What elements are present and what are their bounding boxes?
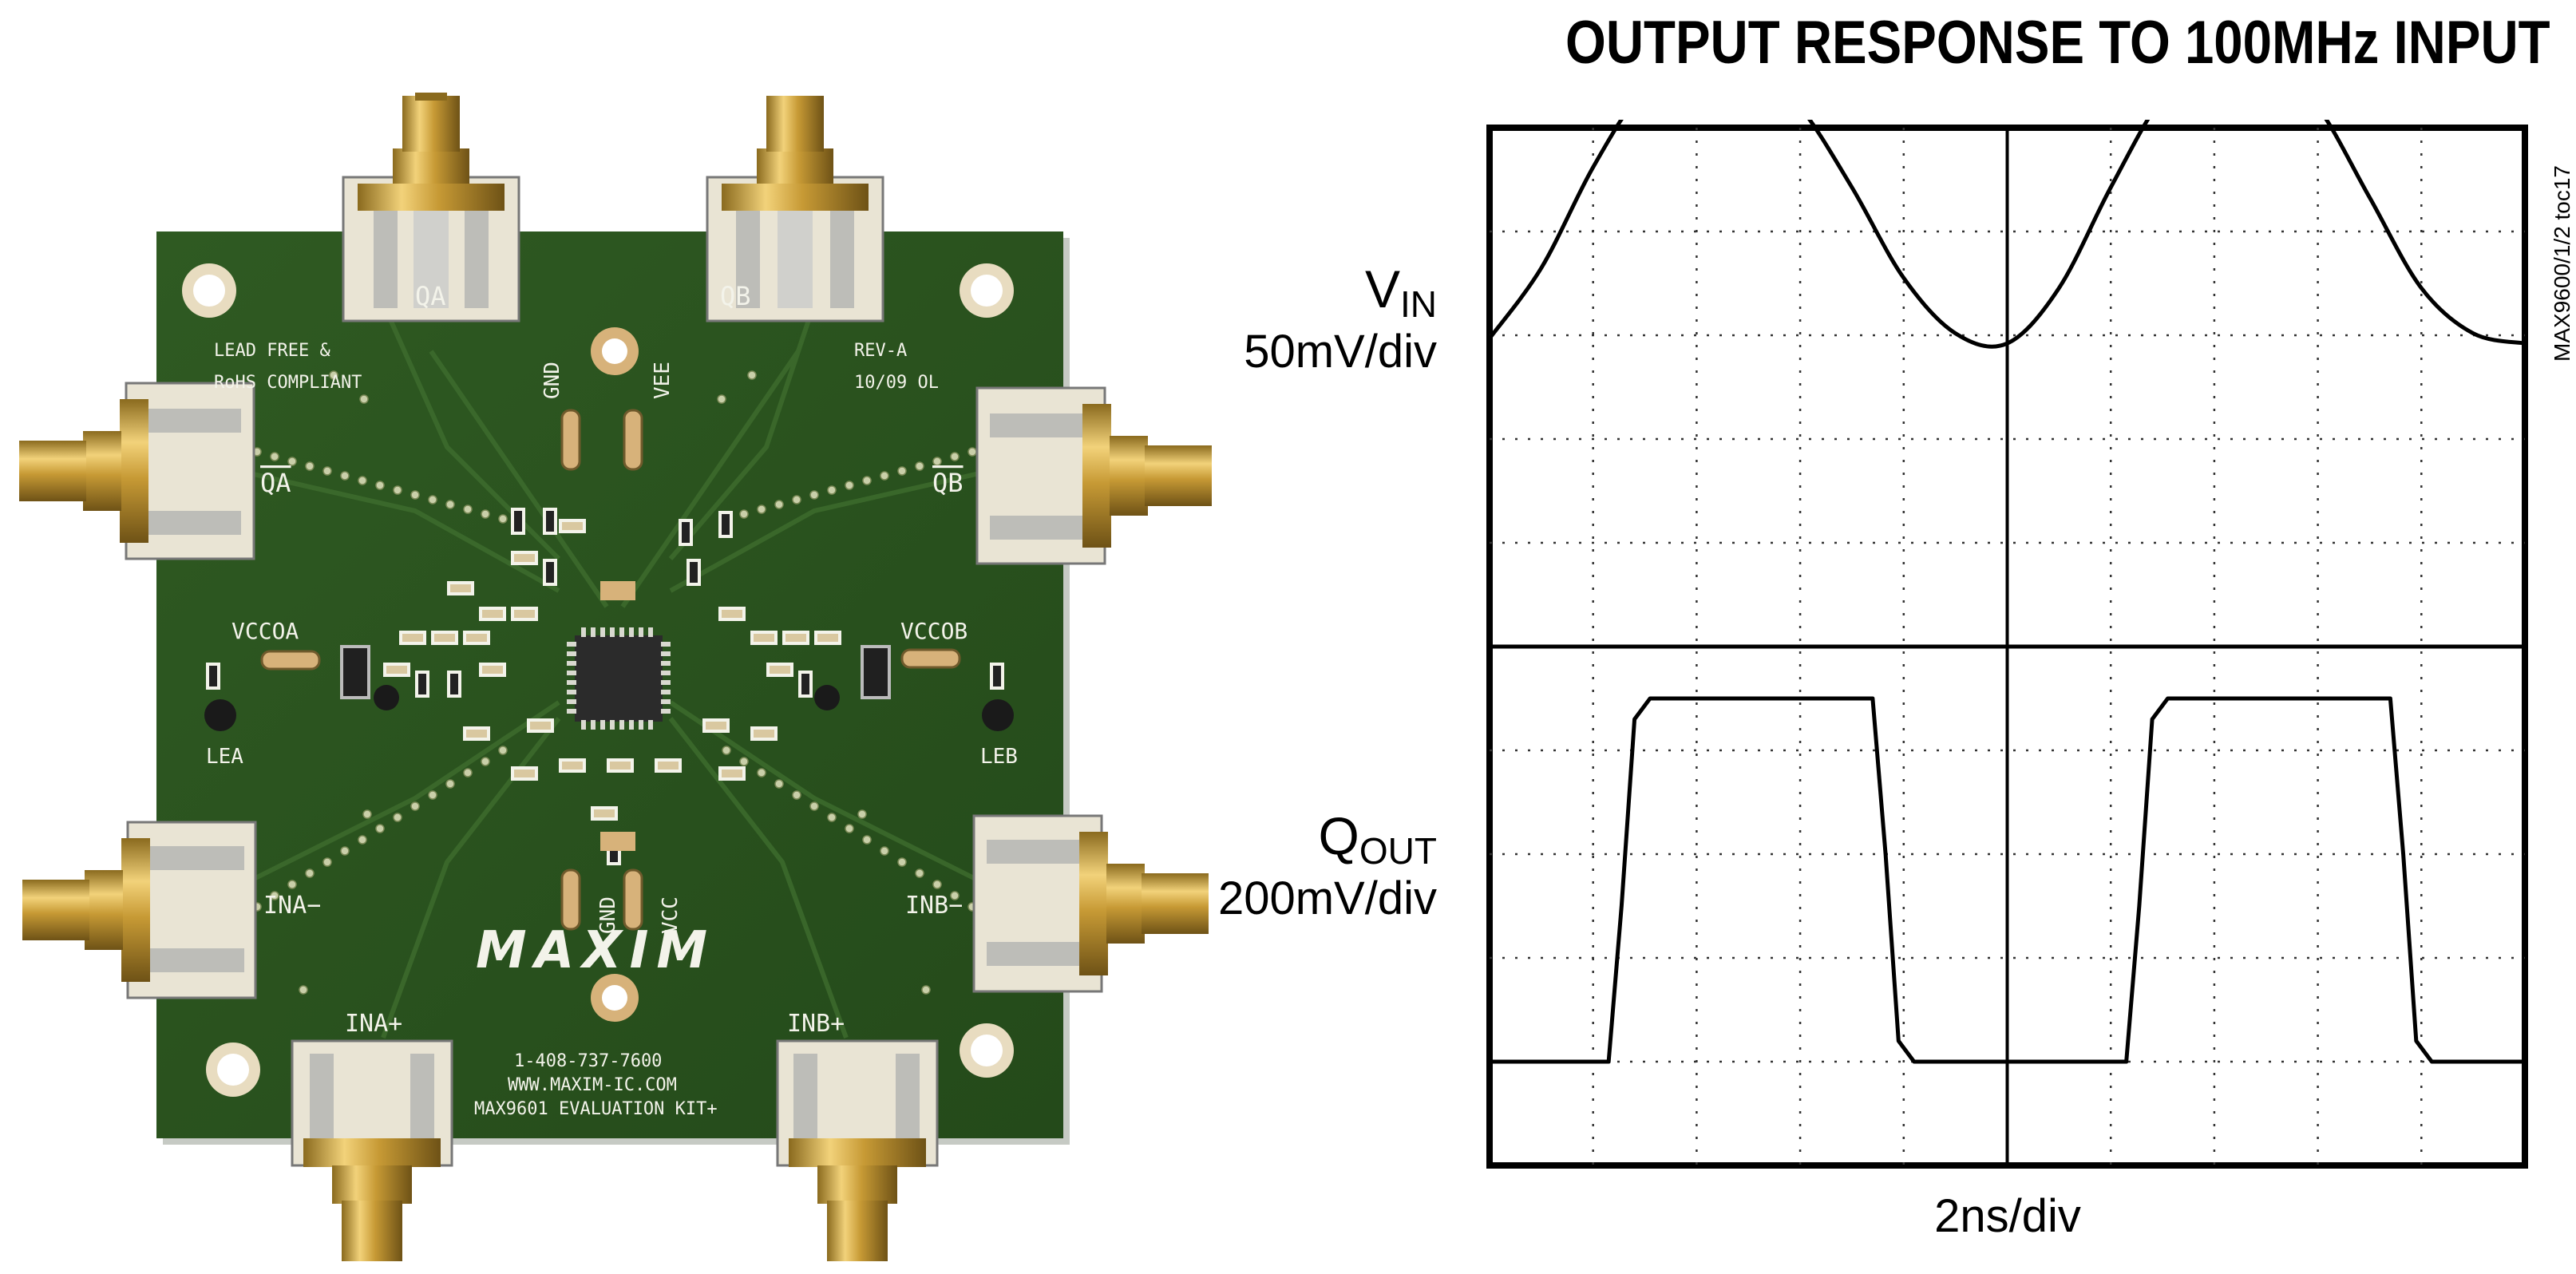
label-rev: REV-A xyxy=(854,341,907,361)
test-points xyxy=(204,645,1014,731)
figure-code: MAX9600/1/2 toc17 xyxy=(2550,128,2574,399)
label-vccoa: VCCOA xyxy=(231,618,299,644)
sma-connector-inb-minus xyxy=(972,814,1209,993)
vin-scale: 50mV/div xyxy=(1244,325,1437,378)
label-inb-plus: INB+ xyxy=(787,1010,845,1038)
sma-connector-qa xyxy=(342,93,520,322)
ic-u1 xyxy=(567,627,671,730)
label-leb: LEB xyxy=(980,745,1018,769)
label-qa: QA xyxy=(415,281,446,311)
label-date: 10/09 OL xyxy=(854,373,939,393)
label-lea: LEA xyxy=(206,745,243,769)
vin-symbol: VIN xyxy=(1364,259,1437,325)
label-web: WWW.MAXIM-IC.COM xyxy=(508,1075,677,1095)
qout-scale: 200mV/div xyxy=(1217,872,1437,924)
sma-connector-ina-plus xyxy=(291,1039,453,1261)
trace-qout xyxy=(1490,696,2525,1064)
label-rohs: RoHS COMPLIANT xyxy=(214,373,362,393)
sma-connector-qb-bar xyxy=(975,386,1212,565)
plot-grid xyxy=(1490,128,2525,1165)
label-vee: VEE xyxy=(651,362,675,399)
smd-components xyxy=(206,508,1004,865)
label-inb-minus: INB− xyxy=(905,892,963,920)
label-gnd-top: GND xyxy=(540,362,564,399)
label-vccob: VCCOB xyxy=(900,618,967,644)
silkscreen: QA QB QA QB INA− INB− INA+ INB+ LEAD FRE… xyxy=(206,281,1018,1119)
maxim-logo: MAXIM xyxy=(476,921,715,980)
label-gnd-bottom: GND xyxy=(596,896,620,934)
trace-vin xyxy=(1487,120,2526,349)
sma-connector-qb xyxy=(706,96,884,322)
label-kit: MAX9601 EVALUATION KIT+ xyxy=(474,1099,718,1119)
label-qa-bar: QA xyxy=(260,468,291,498)
plot-title: OUTPUT RESPONSE TO 100MHz INPUT xyxy=(1565,9,2550,77)
label-ina-plus: INA+ xyxy=(345,1010,402,1038)
evaluation-board-photo: QA QB QA QB INA− INB− INA+ INB+ LEAD FRE… xyxy=(19,93,1212,1261)
label-vcc: VCC xyxy=(659,896,683,934)
power-jumper-pads xyxy=(260,409,961,931)
qout-symbol: QOUT xyxy=(1318,806,1437,872)
mounting-holes xyxy=(182,263,1014,1097)
label-phone: 1-408-737-7600 xyxy=(514,1051,662,1071)
x-scale-label: 2ns/div xyxy=(1934,1190,2081,1242)
label-qb-bar: QB xyxy=(932,468,964,498)
sma-connector-ina-minus xyxy=(22,821,257,999)
sma-connector-qa-bar xyxy=(19,382,255,560)
sma-connector-inb-plus xyxy=(776,1039,939,1261)
label-lead-free: LEAD FREE & xyxy=(214,341,330,361)
oscilloscope-plot xyxy=(1486,120,2528,1169)
label-ina-minus: INA− xyxy=(263,892,321,920)
vin-channel-label: VIN 50mV/div xyxy=(1213,259,1437,379)
figure-code-text: MAX9600/1/2 toc17 xyxy=(2550,165,2574,362)
qout-channel-label: QOUT 200mV/div xyxy=(1213,806,1437,926)
label-qb: QB xyxy=(720,281,751,311)
